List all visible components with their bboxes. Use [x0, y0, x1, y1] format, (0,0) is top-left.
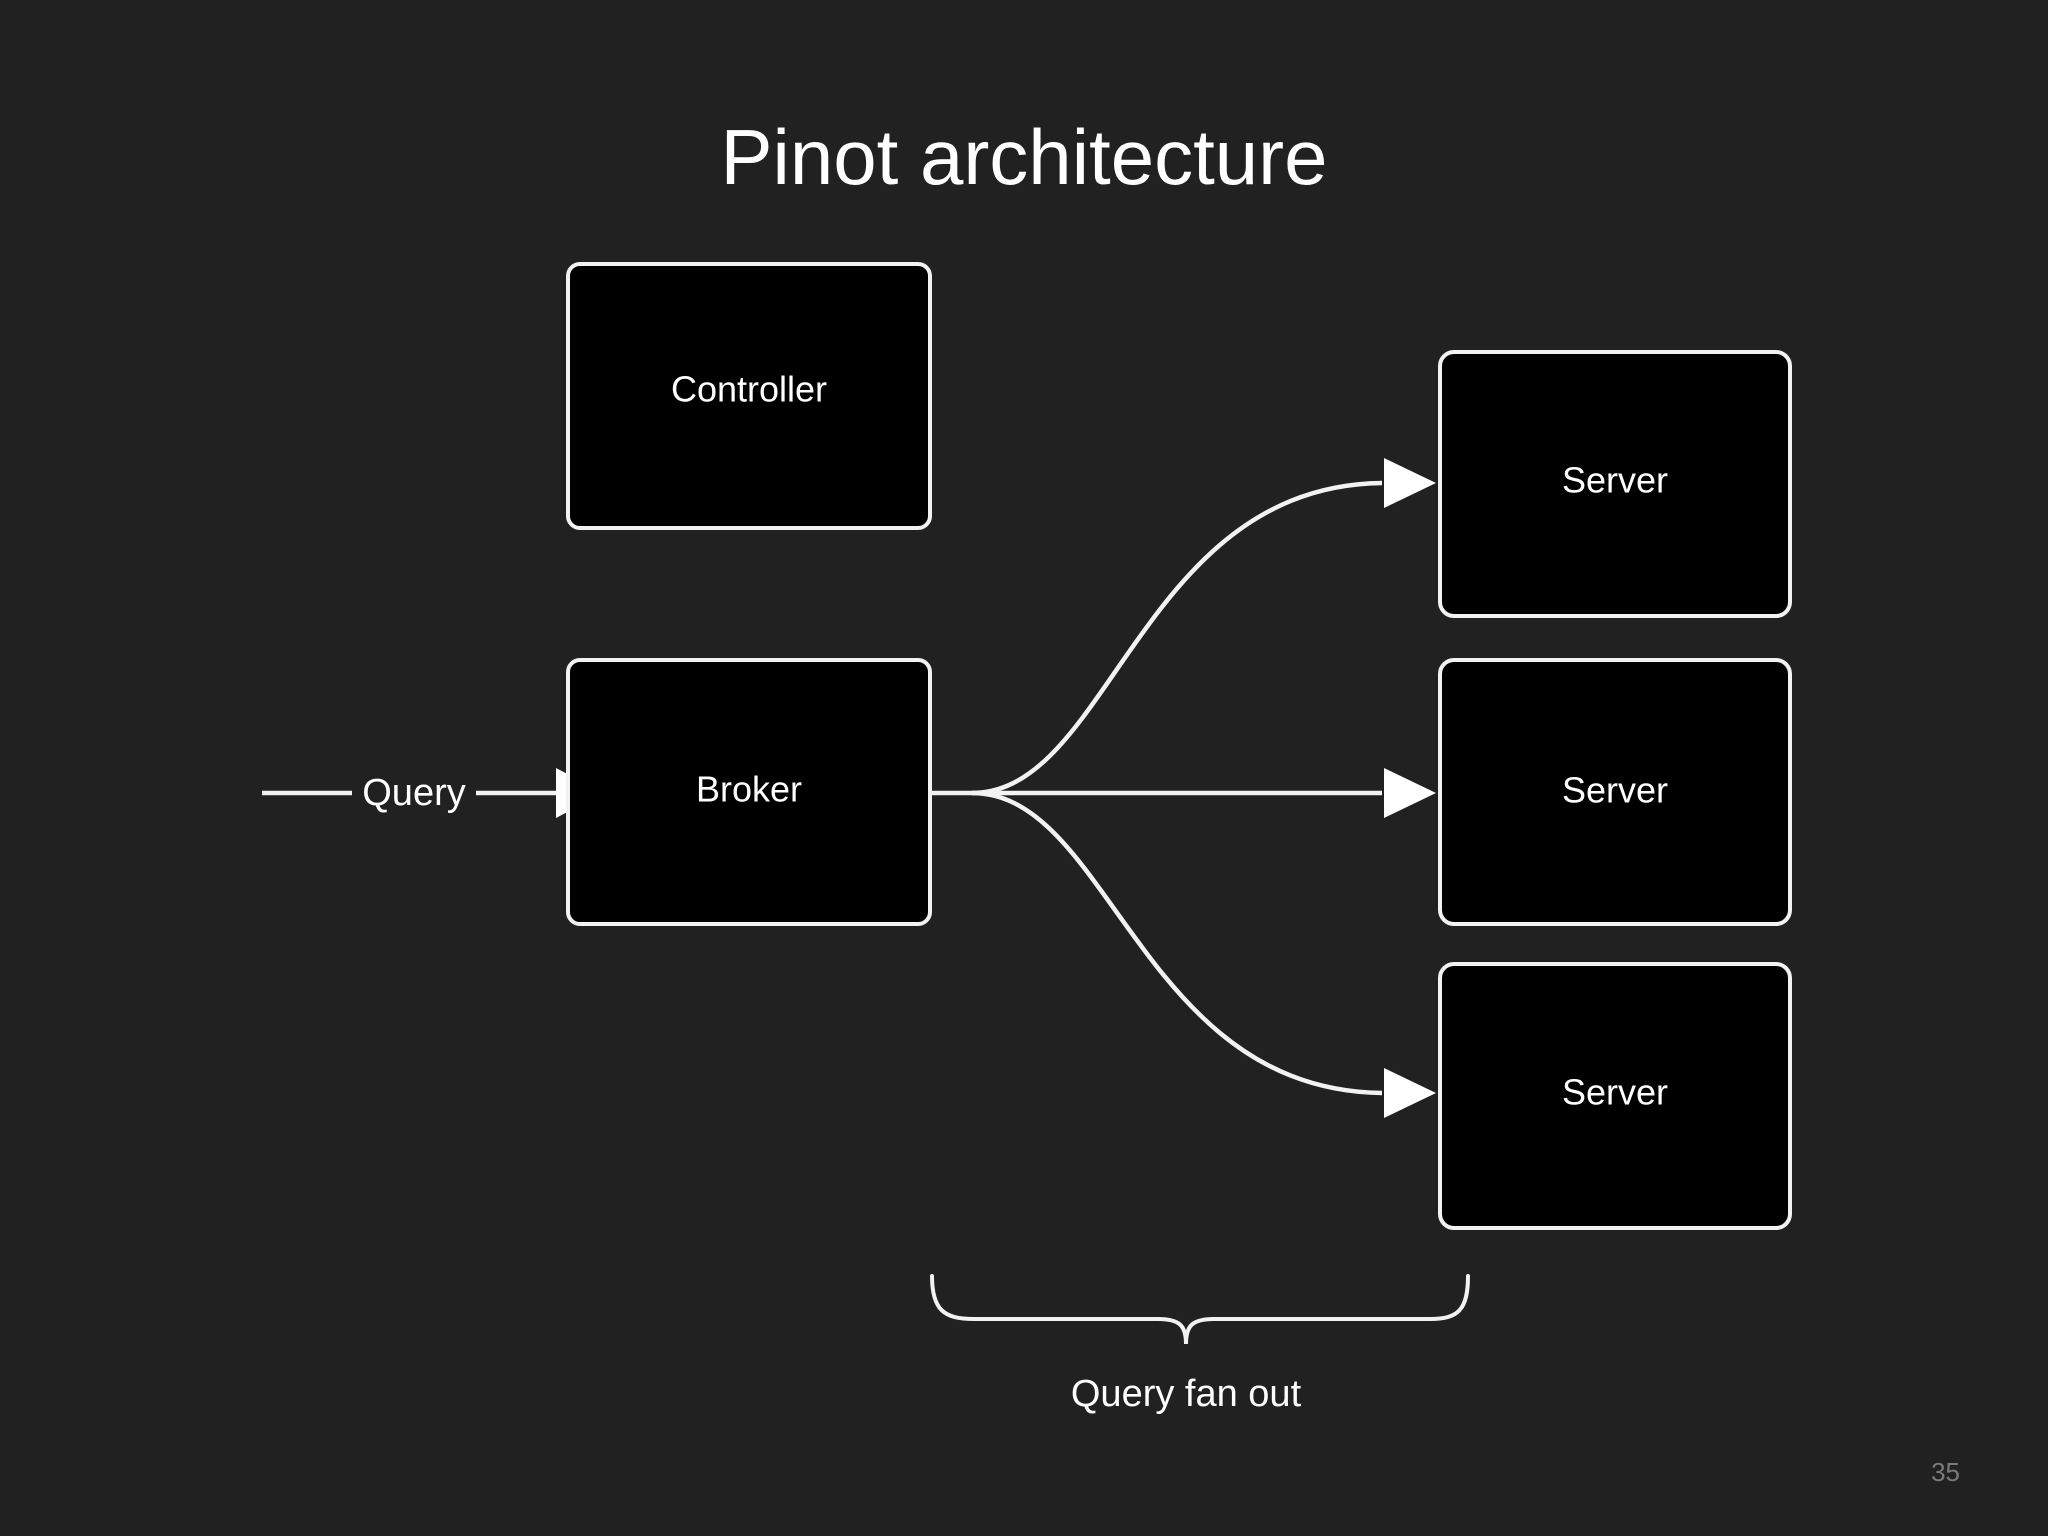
server-3-label: Server	[1562, 1072, 1668, 1113]
edge-query-in: Query	[262, 768, 604, 818]
node-controller[interactable]: Controller	[566, 262, 932, 530]
page-title: Pinot architecture	[720, 113, 1328, 201]
fan-out-edges	[930, 458, 1436, 1118]
fan-out-brace-path	[930, 1274, 1470, 1345]
edge-broker-to-server-1-arrowhead	[1384, 458, 1436, 508]
server-2-box[interactable]	[1438, 658, 1792, 926]
controller-label: Controller	[671, 369, 827, 410]
server-2-label: Server	[1562, 770, 1668, 811]
page-number: 35	[1931, 1457, 1960, 1487]
edge-broker-to-server-3-arrowhead	[1384, 1068, 1436, 1118]
node-broker[interactable]: Broker	[566, 658, 932, 926]
edge-broker-to-server-3-line	[971, 790, 1383, 1096]
edge-broker-to-server-1-line	[971, 480, 1383, 796]
annotation-fan-out: Query fan out	[930, 1274, 1470, 1415]
query-label-shield	[352, 768, 476, 818]
node-server-1[interactable]: Server	[1438, 350, 1792, 618]
server-3-box[interactable]	[1438, 962, 1792, 1230]
server-1-box[interactable]	[1438, 350, 1792, 618]
broker-label: Broker	[696, 769, 802, 810]
server-1-label: Server	[1562, 460, 1668, 501]
node-server-2[interactable]: Server	[1438, 658, 1792, 926]
fan-out-brace-label: Query fan out	[1071, 1373, 1302, 1415]
edge-broker-to-server-2-arrowhead	[1384, 768, 1436, 818]
controller-box[interactable]	[566, 262, 932, 530]
node-server-3[interactable]: Server	[1438, 962, 1792, 1230]
edge-label-query: Query	[362, 772, 465, 814]
